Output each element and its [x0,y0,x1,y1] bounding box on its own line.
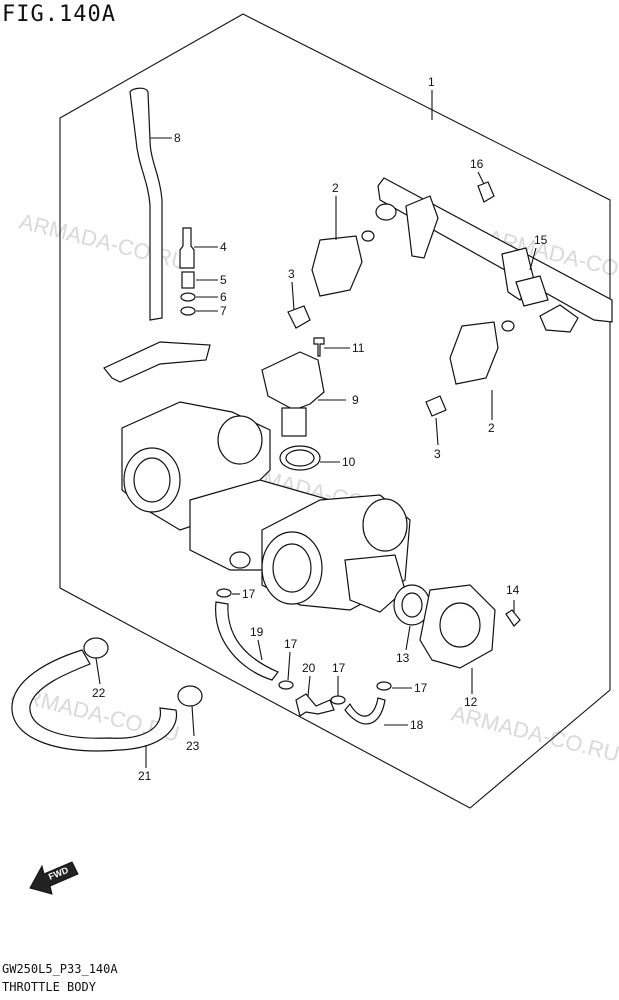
spring-5 [181,271,195,289]
callout-17d: 17 [414,681,428,695]
leader-15 [529,247,537,271]
fuel-rail-outlet [539,304,579,333]
injector-2-lower [449,321,499,385]
callout-19: 19 [250,625,264,639]
callout-17b: 17 [284,637,298,651]
callout-2a: 2 [332,181,339,195]
hose-8 [129,87,163,321]
bolt-16 [477,181,495,203]
callout-22: 22 [92,686,106,700]
clip-17-c [330,695,346,705]
oring-10-inner [285,449,315,467]
callout-18: 18 [410,718,424,732]
clip-17-d [376,681,392,691]
callout-7: 7 [220,304,227,318]
assembly-boundary [59,13,611,809]
fuel-rail-inlet [375,203,397,221]
callout-4: 4 [220,240,227,254]
clamp-23 [177,685,203,707]
hose-19 [215,601,279,681]
callout-16: 16 [470,157,484,171]
cap-3-upper [287,305,311,329]
leader-3a [291,281,295,311]
valve-9 [261,351,325,411]
seal-ring-13-inner [401,592,423,618]
hose-21 [11,649,178,752]
fuel-rail-bracket-a [405,195,439,259]
injector-2-upper-oring [361,230,375,242]
throttle-bore-left-inner [133,457,171,503]
throttle-inlet-right [362,498,408,552]
screw-14 [505,609,521,627]
hose-18 [344,697,386,725]
leader-17b [287,651,291,681]
callout-23: 23 [186,739,200,753]
screw-11 [313,337,325,357]
washer-6 [180,292,196,302]
leader-13 [405,625,411,651]
leader-3b [435,417,439,446]
callout-21: 21 [138,769,152,783]
callout-1: 1 [428,75,435,89]
leader-16 [477,171,485,185]
cap-3-lower [425,395,447,417]
callout-17c: 17 [332,661,346,675]
callout-13: 13 [396,651,410,665]
sensor-12-face [439,602,481,648]
callout-10: 10 [342,455,356,469]
oring-7 [180,306,196,316]
fwd-arrow-icon: FWD [29,861,79,895]
diagram-code: GW250L5_P33_140A [2,962,118,976]
callout-3b: 3 [434,447,441,461]
callout-5: 5 [220,273,227,287]
clip-17-b [278,680,294,690]
diagram-name: THROTTLE BODY [2,980,96,994]
clamp-22 [83,637,109,659]
throttle-bore-right-inner [272,543,312,593]
leader-23 [191,705,195,737]
callout-8: 8 [174,131,181,145]
tee-fitting-20 [295,693,335,717]
fitting-nipple [229,551,251,569]
sensor-mount [344,554,406,613]
figure-title: FIG.140A [2,2,116,27]
watermark-5: ARMADA-CO.RU [449,701,619,767]
callout-6: 6 [220,290,227,304]
callout-3a: 3 [288,267,295,281]
callout-9: 9 [352,393,359,407]
leader-19 [257,639,263,661]
callout-20: 20 [302,661,316,675]
callout-11: 11 [352,341,365,355]
callout-14: 14 [506,583,520,597]
valve-9-stem [281,407,307,437]
leader-22 [95,657,101,685]
clamp-15 [515,275,549,307]
clip-17-a [216,588,232,598]
callout-15: 15 [534,233,548,247]
watermark-1: ARMADA-CO.RU [17,209,190,275]
leader-20 [307,675,311,697]
bracket [103,341,211,383]
screw-4 [179,227,195,269]
injector-2-upper [311,235,363,297]
callout-12: 12 [464,695,478,709]
throttle-inlet-left [217,415,263,465]
callout-17a: 17 [242,587,256,601]
injector-2-lower-oring [501,320,515,332]
callout-2b: 2 [488,421,495,435]
